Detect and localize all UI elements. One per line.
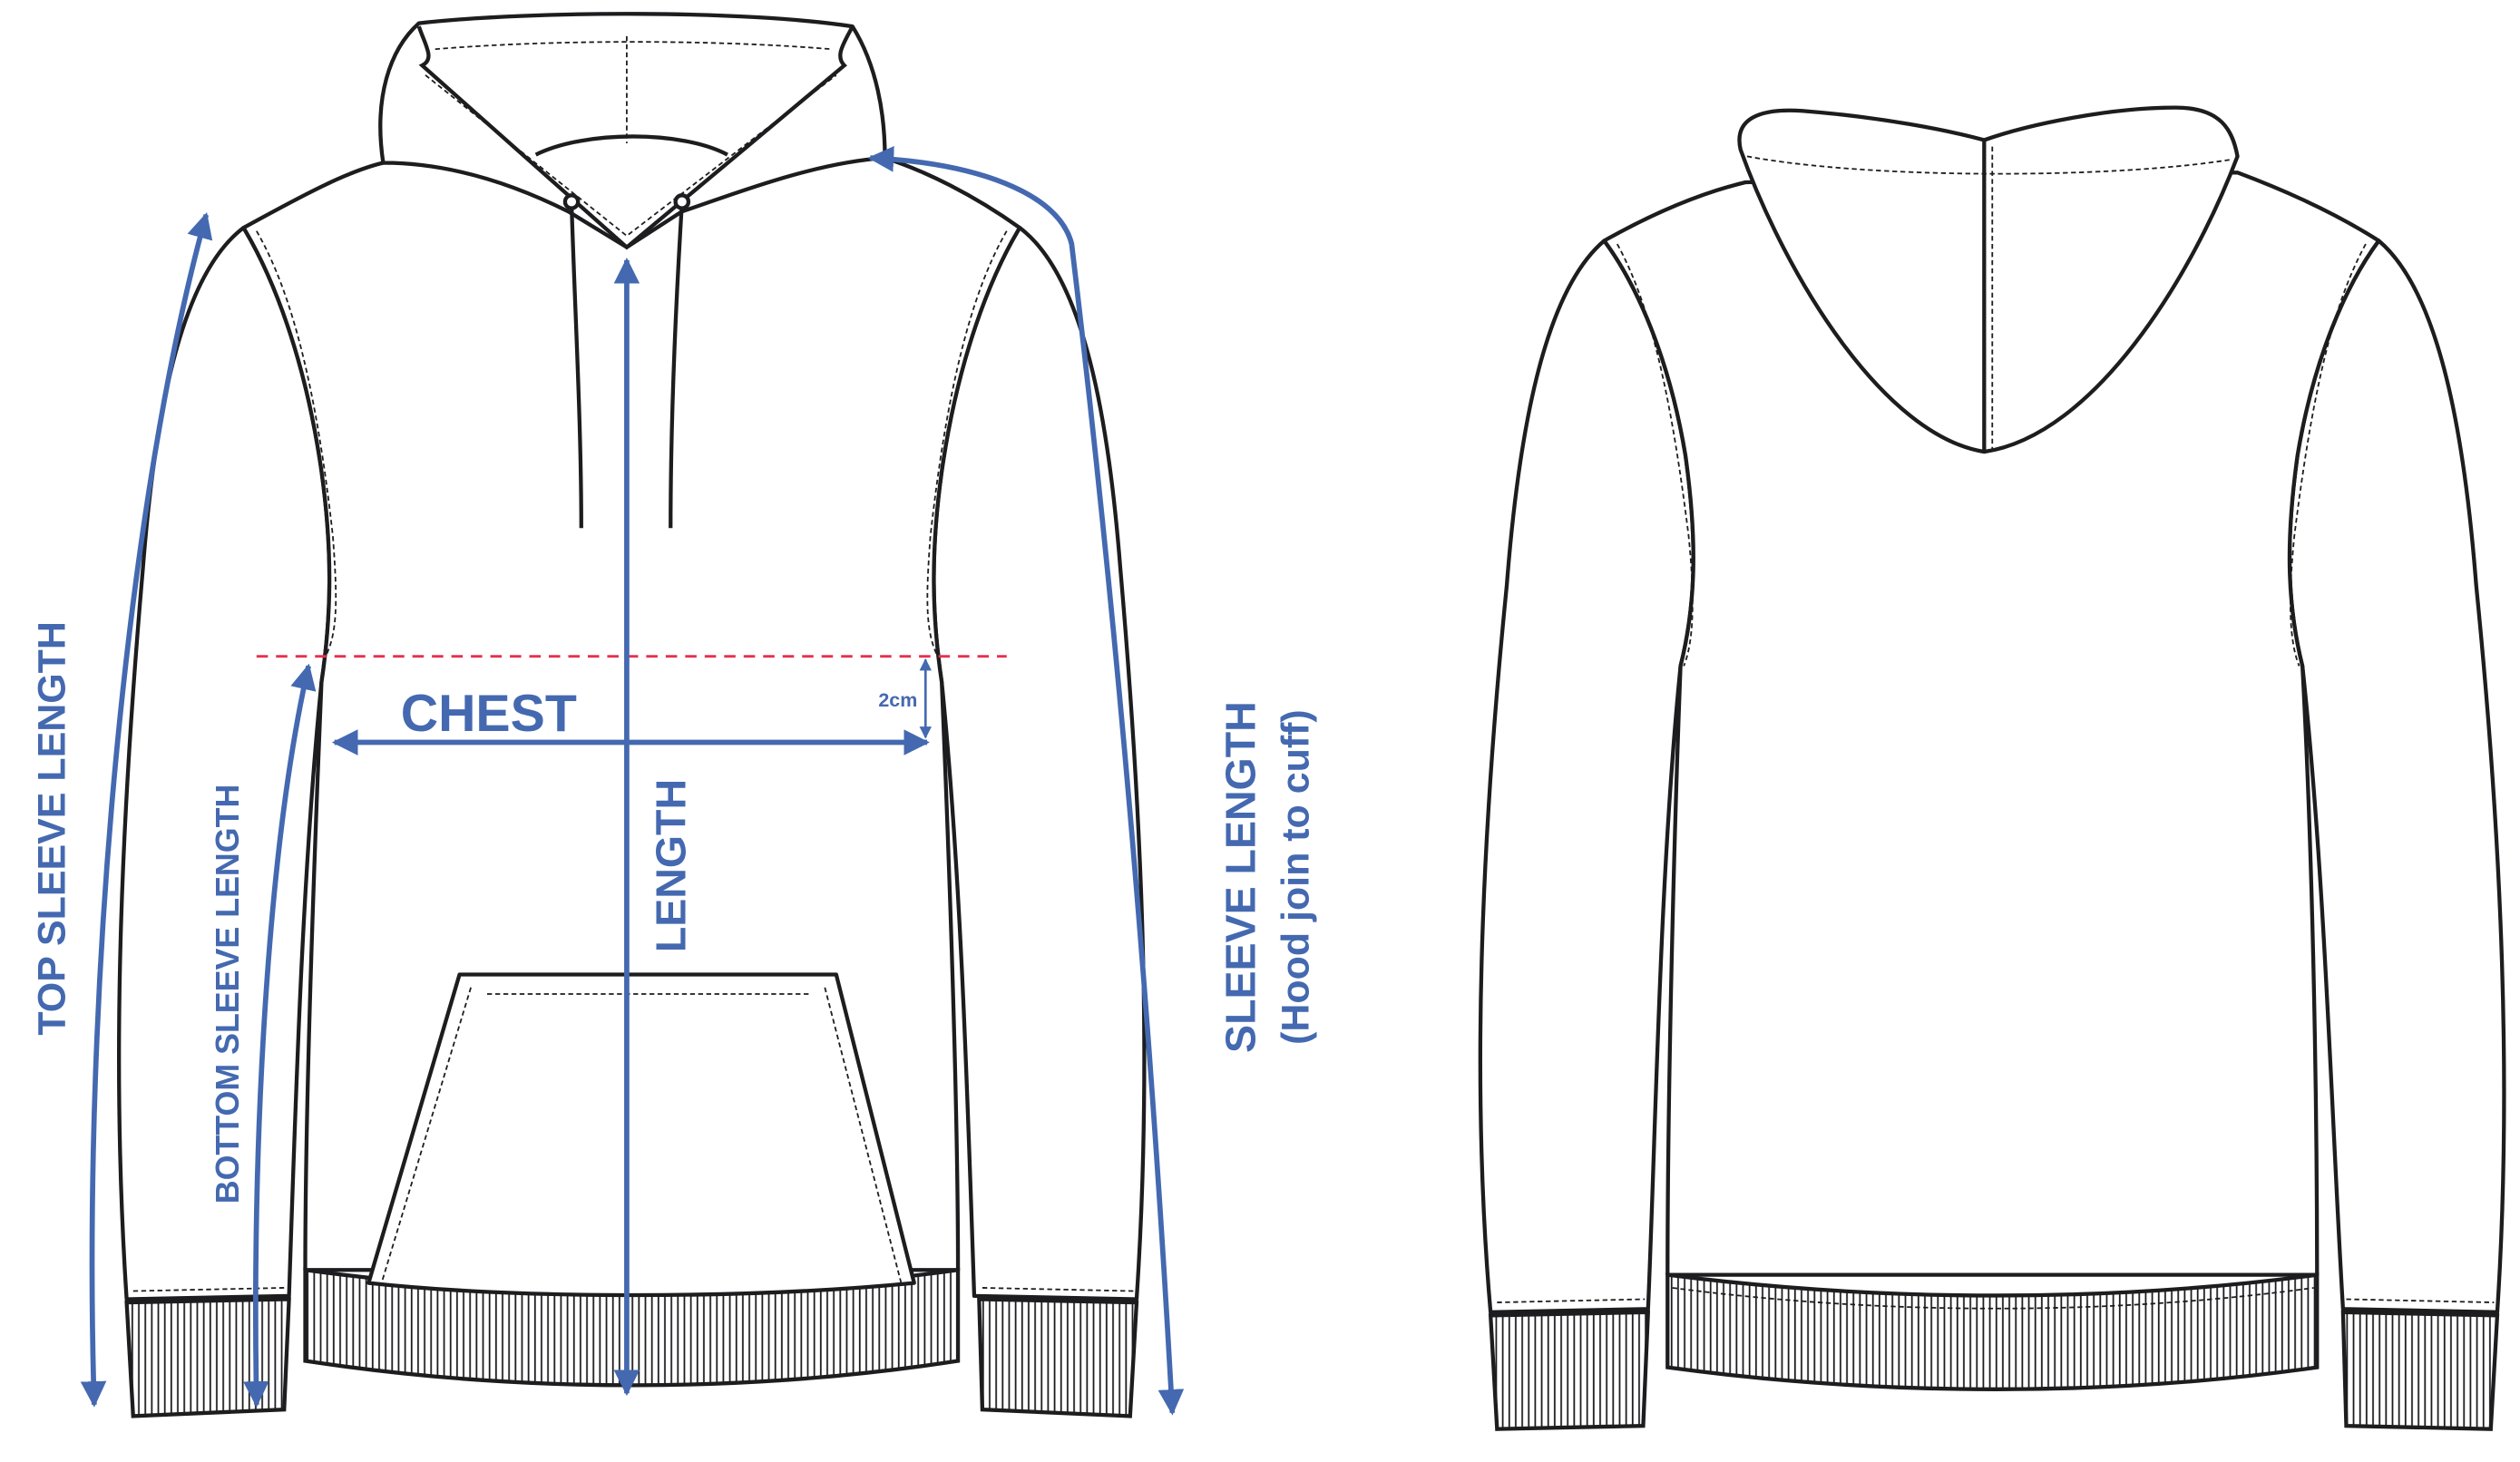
sleeve-label: SLEEVE LENGTH: [1217, 701, 1265, 1053]
chest-label: CHEST: [401, 685, 577, 743]
hood: [378, 12, 887, 249]
back-hood: [1737, 105, 2240, 454]
left-cuff: [124, 1297, 291, 1418]
bottom-sleeve-label: BOTTOM SLEEVE LENGTH: [210, 785, 246, 1204]
drawstring-left: [569, 203, 583, 529]
hood-opening: [416, 25, 855, 250]
sleeve-arrow: [867, 146, 1185, 1416]
top-sleeve-label: TOP SLEEVE LENGTH: [31, 621, 74, 1036]
grommet-left: [562, 193, 581, 210]
sleeve-note-label: (Hood join to cuff): [1275, 709, 1318, 1045]
grommet-right: [673, 193, 691, 210]
drawstring-right: [669, 203, 684, 529]
length-label: LENGTH: [647, 779, 694, 952]
back-right-sleeve: [2287, 239, 2506, 1314]
back-seam-stitching: [1497, 243, 2495, 1310]
back-hood-stitching: [1746, 146, 2232, 449]
back-left-cuff: [1488, 1310, 1651, 1431]
top-sleeve-arrow: [80, 212, 213, 1408]
kangaroo-pocket: [366, 972, 916, 1298]
right-sleeve: [932, 225, 1147, 1301]
front-hoodie: [116, 12, 1147, 1418]
hood-stitching: [425, 35, 837, 238]
back-torso: [1602, 171, 2381, 1277]
back-waistband: [1665, 1272, 2320, 1391]
measurements: TOP SLEEVE LENGTH BOTTOM SLEEVE LENGTH L…: [31, 146, 1318, 1416]
bottom-sleeve-arrow: [243, 663, 317, 1408]
right-cuff: [977, 1297, 1139, 1418]
back-left-sleeve: [1478, 239, 1695, 1314]
back-right-cuff: [2340, 1310, 2500, 1431]
back-hoodie: [1478, 105, 2506, 1431]
offset-label: 2cm: [878, 689, 917, 711]
